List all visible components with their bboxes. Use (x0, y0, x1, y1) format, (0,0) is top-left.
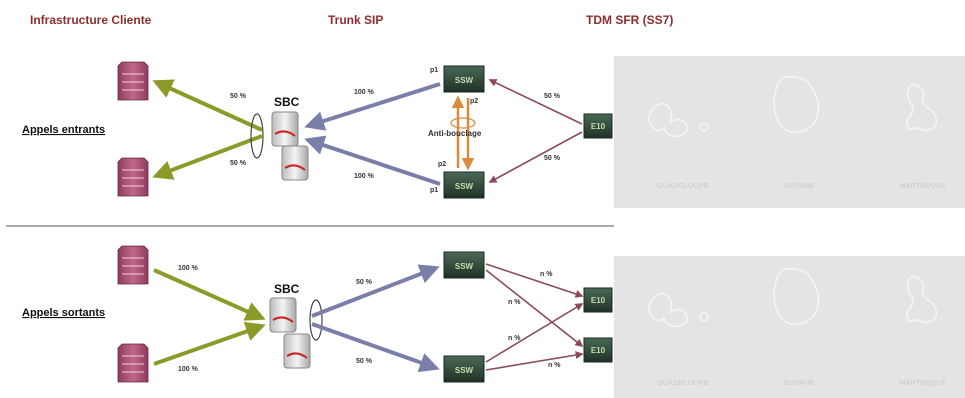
pct-incoming-top: 50 % (230, 93, 247, 100)
sbc-server-icon (283, 333, 311, 369)
header-trunk: Trunk SIP (328, 13, 383, 27)
ssw-box-outgoing-top: SSW (443, 251, 485, 279)
region-martinique-1: MARTINIQUE (900, 183, 947, 190)
pct-outgoing-top: 100 % (178, 265, 199, 272)
pct-outgoing-n1: n % (540, 271, 553, 278)
region-guadeloupe-2: GUADELOUPE (657, 380, 709, 387)
arrow-ssw-top-to-e10-bottom (485, 269, 584, 347)
anti-loop-label: Anti-bouclage (428, 129, 482, 138)
arrow-sbc-to-client-top (152, 79, 263, 132)
arrow-ssw-bottom-to-e10-bottom (485, 351, 584, 371)
arrow-ssw-bottom-to-sbc (304, 135, 441, 186)
pct-incoming-ssw-bottom: 100 % (354, 173, 375, 180)
port-p1-bottom: p1 (430, 187, 438, 194)
client-server-icon (117, 245, 149, 285)
pct-incoming-ssw-top: 100 % (354, 89, 375, 96)
port-p1-top: p1 (430, 67, 438, 74)
guyane-map-icon (773, 267, 820, 326)
e10-label: E10 (591, 346, 606, 355)
arrow-sbc-to-ssw-top (311, 264, 440, 318)
region-guadeloupe-1: GUADELOUPE (657, 183, 709, 190)
arrow-sbc-to-client-bottom (152, 134, 263, 180)
ssw-label: SSW (455, 262, 474, 271)
pct-outgoing-n2: n % (508, 299, 521, 306)
region-martinique-2: MARTINIQUE (900, 380, 947, 387)
region-guyane-2: GUYANE (784, 380, 815, 387)
arrow-e10-to-ssw-top (488, 79, 583, 125)
sbc-server-icon (269, 297, 297, 333)
client-server-icon (117, 61, 149, 101)
guyane-map-icon (773, 75, 820, 134)
pct-outgoing-n3: n % (508, 335, 521, 342)
arrow-ssw-top-to-sbc (304, 82, 441, 131)
pct-outgoing-n4: n % (548, 362, 561, 369)
e10-label: E10 (591, 122, 606, 131)
port-p2-top: p2 (470, 98, 478, 105)
e10-box-outgoing-top: E10 (583, 287, 613, 313)
ssw-box-outgoing-bottom: SSW (443, 355, 485, 383)
outgoing-label: Appels sortants (22, 307, 105, 319)
arrow-client-bottom-to-sbc (153, 321, 266, 366)
pct-incoming-tdm-top: 50 % (544, 93, 561, 100)
sbc-label-outgoing: SBC (274, 282, 300, 296)
client-server-icon (117, 157, 149, 197)
guadeloupe-map-icon (648, 292, 709, 328)
ssw-label: SSW (455, 366, 474, 375)
arrow-e10-to-ssw-bottom (488, 131, 583, 183)
arrow-sbc-to-ssw-bottom (311, 322, 440, 373)
e10-label: E10 (591, 296, 606, 305)
header-client: Infrastructure Cliente (30, 13, 152, 27)
ssw-label: SSW (455, 182, 474, 191)
anti-loop-ring (450, 117, 476, 129)
pct-outgoing-ssw-top: 50 % (356, 279, 373, 286)
client-server-icon (117, 343, 149, 383)
guadeloupe-map-icon (648, 102, 709, 138)
arrow-ssw-top-to-e10-top (485, 263, 584, 298)
e10-box-incoming: E10 (583, 113, 613, 139)
sbc-link-ring (309, 299, 323, 341)
arrow-ssw-bottom-to-e10-top (485, 303, 584, 363)
sbc-server-icon (271, 111, 299, 147)
arrow-client-top-to-sbc (153, 268, 266, 321)
ssw-box-incoming-top: SSW (443, 65, 485, 93)
incoming-label: Appels entrants (22, 124, 105, 136)
map-panel-outgoing: GUADELOUPE GUYANE MARTINIQUE (614, 256, 965, 398)
ssw-box-incoming-bottom: SSW (443, 171, 485, 199)
martinique-map-icon (906, 275, 938, 324)
pct-outgoing-ssw-bottom: 50 % (356, 358, 373, 365)
region-guyane-1: GUYANE (784, 183, 815, 190)
sbc-label-incoming: SBC (274, 95, 300, 109)
pct-outgoing-bottom: 100 % (178, 366, 199, 373)
pct-incoming-tdm-bottom: 50 % (544, 155, 561, 162)
pct-incoming-bottom: 50 % (230, 160, 247, 167)
sbc-link-ring (250, 113, 264, 159)
e10-box-outgoing-bottom: E10 (583, 337, 613, 363)
map-panel-incoming: GUADELOUPE GUYANE MARTINIQUE (614, 56, 965, 208)
port-p2-bottom: p2 (438, 161, 446, 168)
martinique-map-icon (906, 83, 938, 132)
sbc-server-icon (281, 145, 309, 181)
header-tdm: TDM SFR (SS7) (586, 13, 673, 27)
ssw-label: SSW (455, 76, 474, 85)
